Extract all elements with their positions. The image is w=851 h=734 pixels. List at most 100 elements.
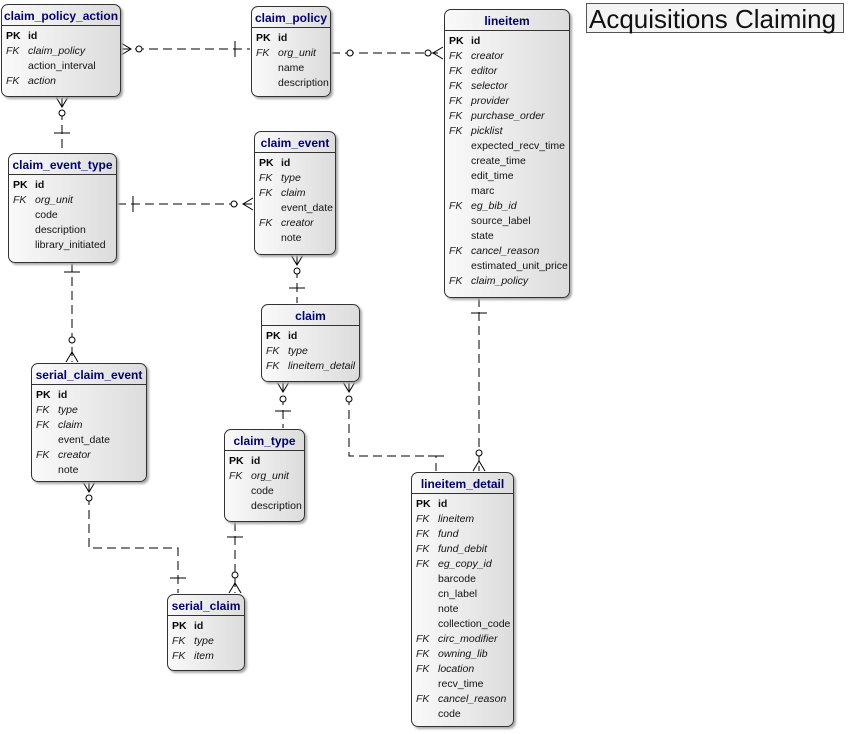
field-name: org_unit <box>278 47 316 59</box>
foreign-key-marker: FK <box>266 360 280 372</box>
foreign-key-marker: FK <box>416 513 430 525</box>
field-name: id <box>194 620 204 632</box>
field-row: library_initiated <box>13 238 112 253</box>
primary-key-marker: PK <box>256 32 271 44</box>
field-name: description <box>251 500 302 512</box>
field-name: expected_recv_time <box>471 140 565 152</box>
field-name: barcode <box>438 573 476 585</box>
field-name: fund_debit <box>438 543 488 555</box>
field-name: description <box>278 77 329 89</box>
field-name: claim_policy <box>28 45 86 57</box>
field-name: fund <box>438 528 459 540</box>
field-row: description <box>229 499 302 514</box>
field-row: expected_recv_time <box>449 139 565 154</box>
field-row: source_label <box>449 214 565 229</box>
field-name: cancel_reason <box>438 693 507 705</box>
field-name: library_initiated <box>35 239 106 251</box>
foreign-key-marker: FK <box>449 110 463 122</box>
field-name: type <box>281 172 301 184</box>
field-row: recv_time <box>416 677 509 692</box>
field-row: description <box>256 76 329 91</box>
field-name: circ_modifier <box>438 633 498 645</box>
field-row: FK purchase_order <box>449 109 565 124</box>
field-row: create_time <box>449 154 565 169</box>
field-row: description <box>13 223 112 238</box>
foreign-key-marker: FK <box>416 693 430 705</box>
foreign-key-marker: FK <box>259 217 273 229</box>
primary-key-marker: PK <box>266 330 281 342</box>
field-name: id <box>35 179 45 191</box>
foreign-key-marker: FK <box>229 470 243 482</box>
entity-title: claim <box>262 305 359 326</box>
foreign-key-marker: FK <box>449 80 463 92</box>
primary-key-marker: PK <box>13 179 28 191</box>
field-row: name <box>256 61 326 76</box>
field-name: cancel_reason <box>471 245 540 257</box>
field-row: code <box>229 484 300 499</box>
foreign-key-marker: FK <box>259 187 273 199</box>
field-row: action_interval <box>6 59 116 74</box>
foreign-key-marker: FK <box>449 200 463 212</box>
field-name: selector <box>471 80 508 92</box>
foreign-key-marker: FK <box>6 75 20 87</box>
foreign-key-marker: FK <box>416 663 430 675</box>
field-row: FK cancel_reason <box>416 692 509 707</box>
field-row: collection_code <box>416 617 510 632</box>
field-row: FK action <box>6 74 116 89</box>
field-row: event_date <box>259 201 333 216</box>
entity-title: claim_type <box>225 430 304 451</box>
entity-title: serial_claim <box>168 595 244 616</box>
primary-key-marker: PK <box>36 389 51 401</box>
field-name: id <box>438 498 448 510</box>
primary-key-marker: PK <box>259 157 274 169</box>
field-name: claim <box>58 419 83 431</box>
entity-title: claim_policy_action <box>2 5 120 26</box>
foreign-key-marker: FK <box>416 633 430 645</box>
field-name: edit_time <box>471 170 514 182</box>
field-name: estimated_unit_price <box>471 260 568 272</box>
field-name: code <box>251 485 274 497</box>
field-name: lineitem_detail <box>288 360 356 372</box>
field-row: cn_label <box>416 587 509 602</box>
field-row: edit_time <box>449 169 565 184</box>
rel-lineitem-detail-claim <box>348 382 437 471</box>
field-name: type <box>288 345 308 357</box>
field-name: creator <box>58 449 91 461</box>
field-name: claim_policy <box>471 275 529 287</box>
field-name: code <box>438 708 461 720</box>
field-name: action <box>28 75 57 87</box>
foreign-key-marker: FK <box>449 125 463 137</box>
field-name: purchase_order <box>471 110 545 122</box>
diagram-title: Acquisitions Claiming <box>586 3 844 34</box>
field-row: FK selector <box>449 79 565 94</box>
